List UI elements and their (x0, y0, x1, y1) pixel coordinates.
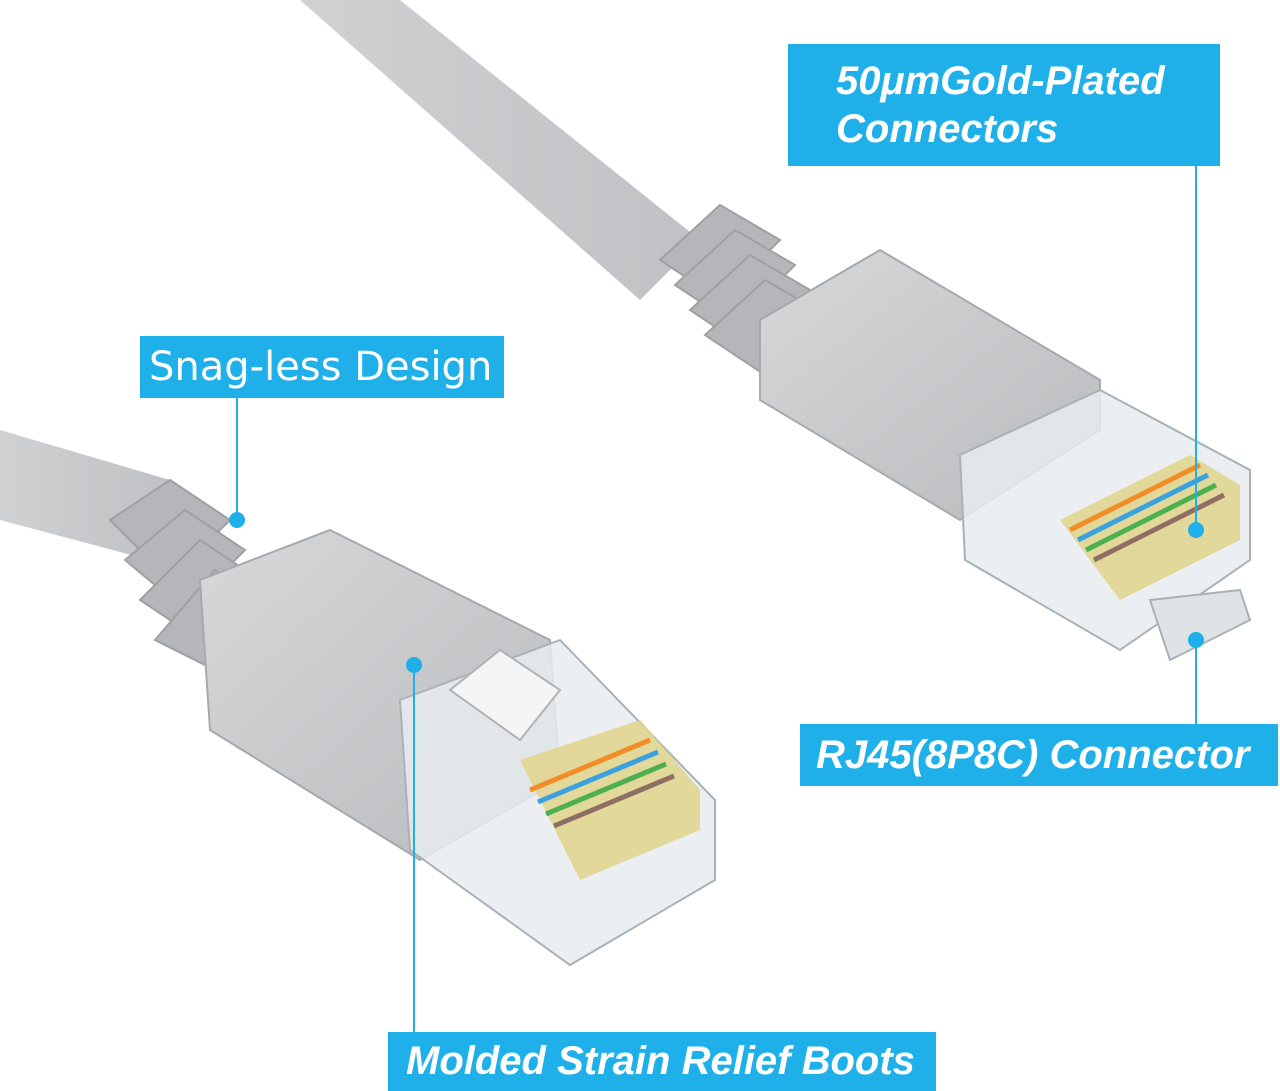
dot-snag (229, 512, 245, 528)
callout-boots-text: Molded Strain Relief Boots (406, 1039, 915, 1083)
callout-rj45-connector: RJ45(8P8C) Connector (800, 724, 1278, 786)
callout-gold-plated-connectors: 50μmGold-Plated Connectors (788, 44, 1220, 166)
leader-dots (229, 512, 1204, 673)
dot-rj45 (1188, 632, 1204, 648)
right-rj45-plug (958, 388, 1252, 662)
callout-rj45-text: RJ45(8P8C) Connector (816, 732, 1250, 777)
dot-gold (1188, 522, 1204, 538)
right-boot-ribs (658, 203, 827, 377)
callout-gold-line2: Connectors (836, 107, 1059, 151)
left-rj45-plug (398, 638, 716, 967)
left-cable (0, 430, 716, 967)
dot-boots (406, 657, 422, 673)
callout-snag-text: Snag-less Design (149, 344, 493, 390)
callout-snagless-design: Snag-less Design (140, 336, 504, 398)
leader-lines (236, 166, 1197, 1032)
right-cable (300, 0, 1252, 662)
callout-strain-relief-boots: Molded Strain Relief Boots (388, 1032, 936, 1091)
callout-gold-line1: 50μmGold-Plated (836, 59, 1165, 103)
